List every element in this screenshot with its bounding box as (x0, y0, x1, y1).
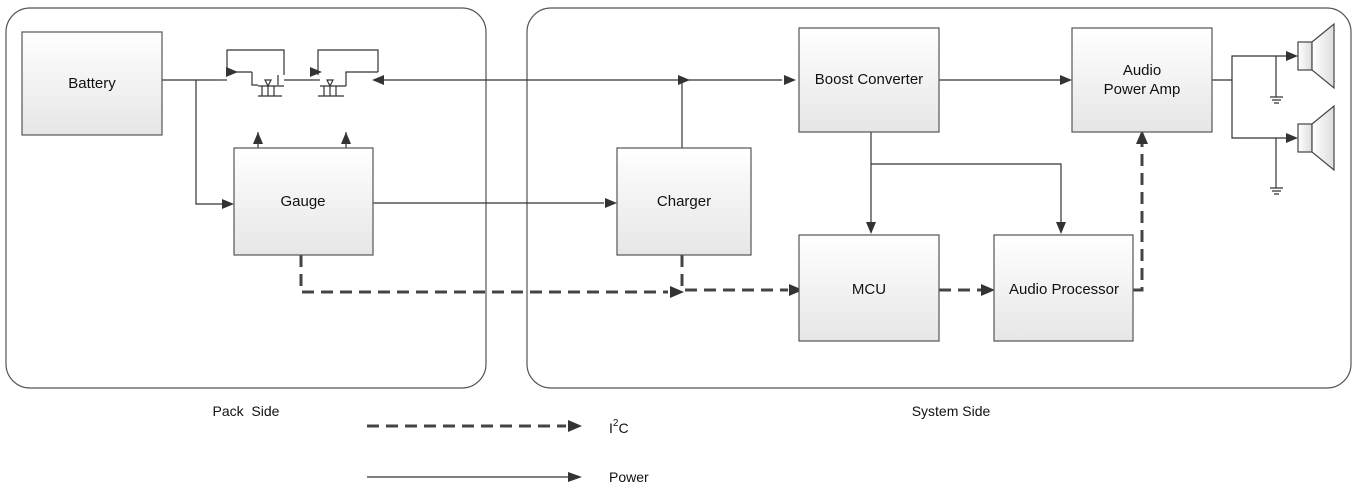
legend-i2c-sup: 2 (613, 418, 619, 429)
legend: I2C Power (367, 418, 649, 485)
speaker-top-icon (1270, 22, 1335, 104)
legend-i2c-arrowhead (568, 420, 582, 432)
legend-i2c-main: I (609, 420, 613, 436)
i2c-wires (299, 142, 1144, 294)
mcu-block (798, 234, 940, 342)
system-side-region (526, 7, 1352, 389)
charger-block (616, 147, 752, 256)
power-wires (162, 49, 1290, 226)
audio-power-amp-label-line2: Power Amp (1104, 81, 1181, 98)
audio-processor-block (993, 234, 1134, 342)
gauge-label: Gauge (280, 193, 325, 210)
battery-block (21, 31, 163, 136)
gauge-block (233, 147, 374, 256)
legend-power-arrowhead (568, 472, 582, 482)
battery-label: Battery (68, 75, 116, 92)
legend-i2c-tail: C (618, 420, 628, 436)
i2c-arrowheads (670, 130, 1148, 298)
mcu-label: MCU (852, 281, 886, 298)
charger-label: Charger (657, 193, 711, 210)
system-side-caption: System Side (912, 403, 991, 419)
legend-power-label: Power (609, 469, 649, 485)
audio-processor-label: Audio Processor (1009, 281, 1119, 298)
boost-converter-block (798, 27, 940, 133)
legend-i2c-label: I2C (609, 418, 629, 436)
pack-side-caption: Pack Side (213, 403, 280, 419)
speaker-bottom-icon (1270, 104, 1335, 195)
power-arrowheads (222, 51, 1298, 234)
boost-converter-label: Boost Converter (815, 71, 923, 88)
pack-side-region (5, 7, 487, 389)
audio-power-amp-block (1071, 27, 1213, 133)
audio-power-amp-label-line1: Audio (1123, 62, 1161, 79)
